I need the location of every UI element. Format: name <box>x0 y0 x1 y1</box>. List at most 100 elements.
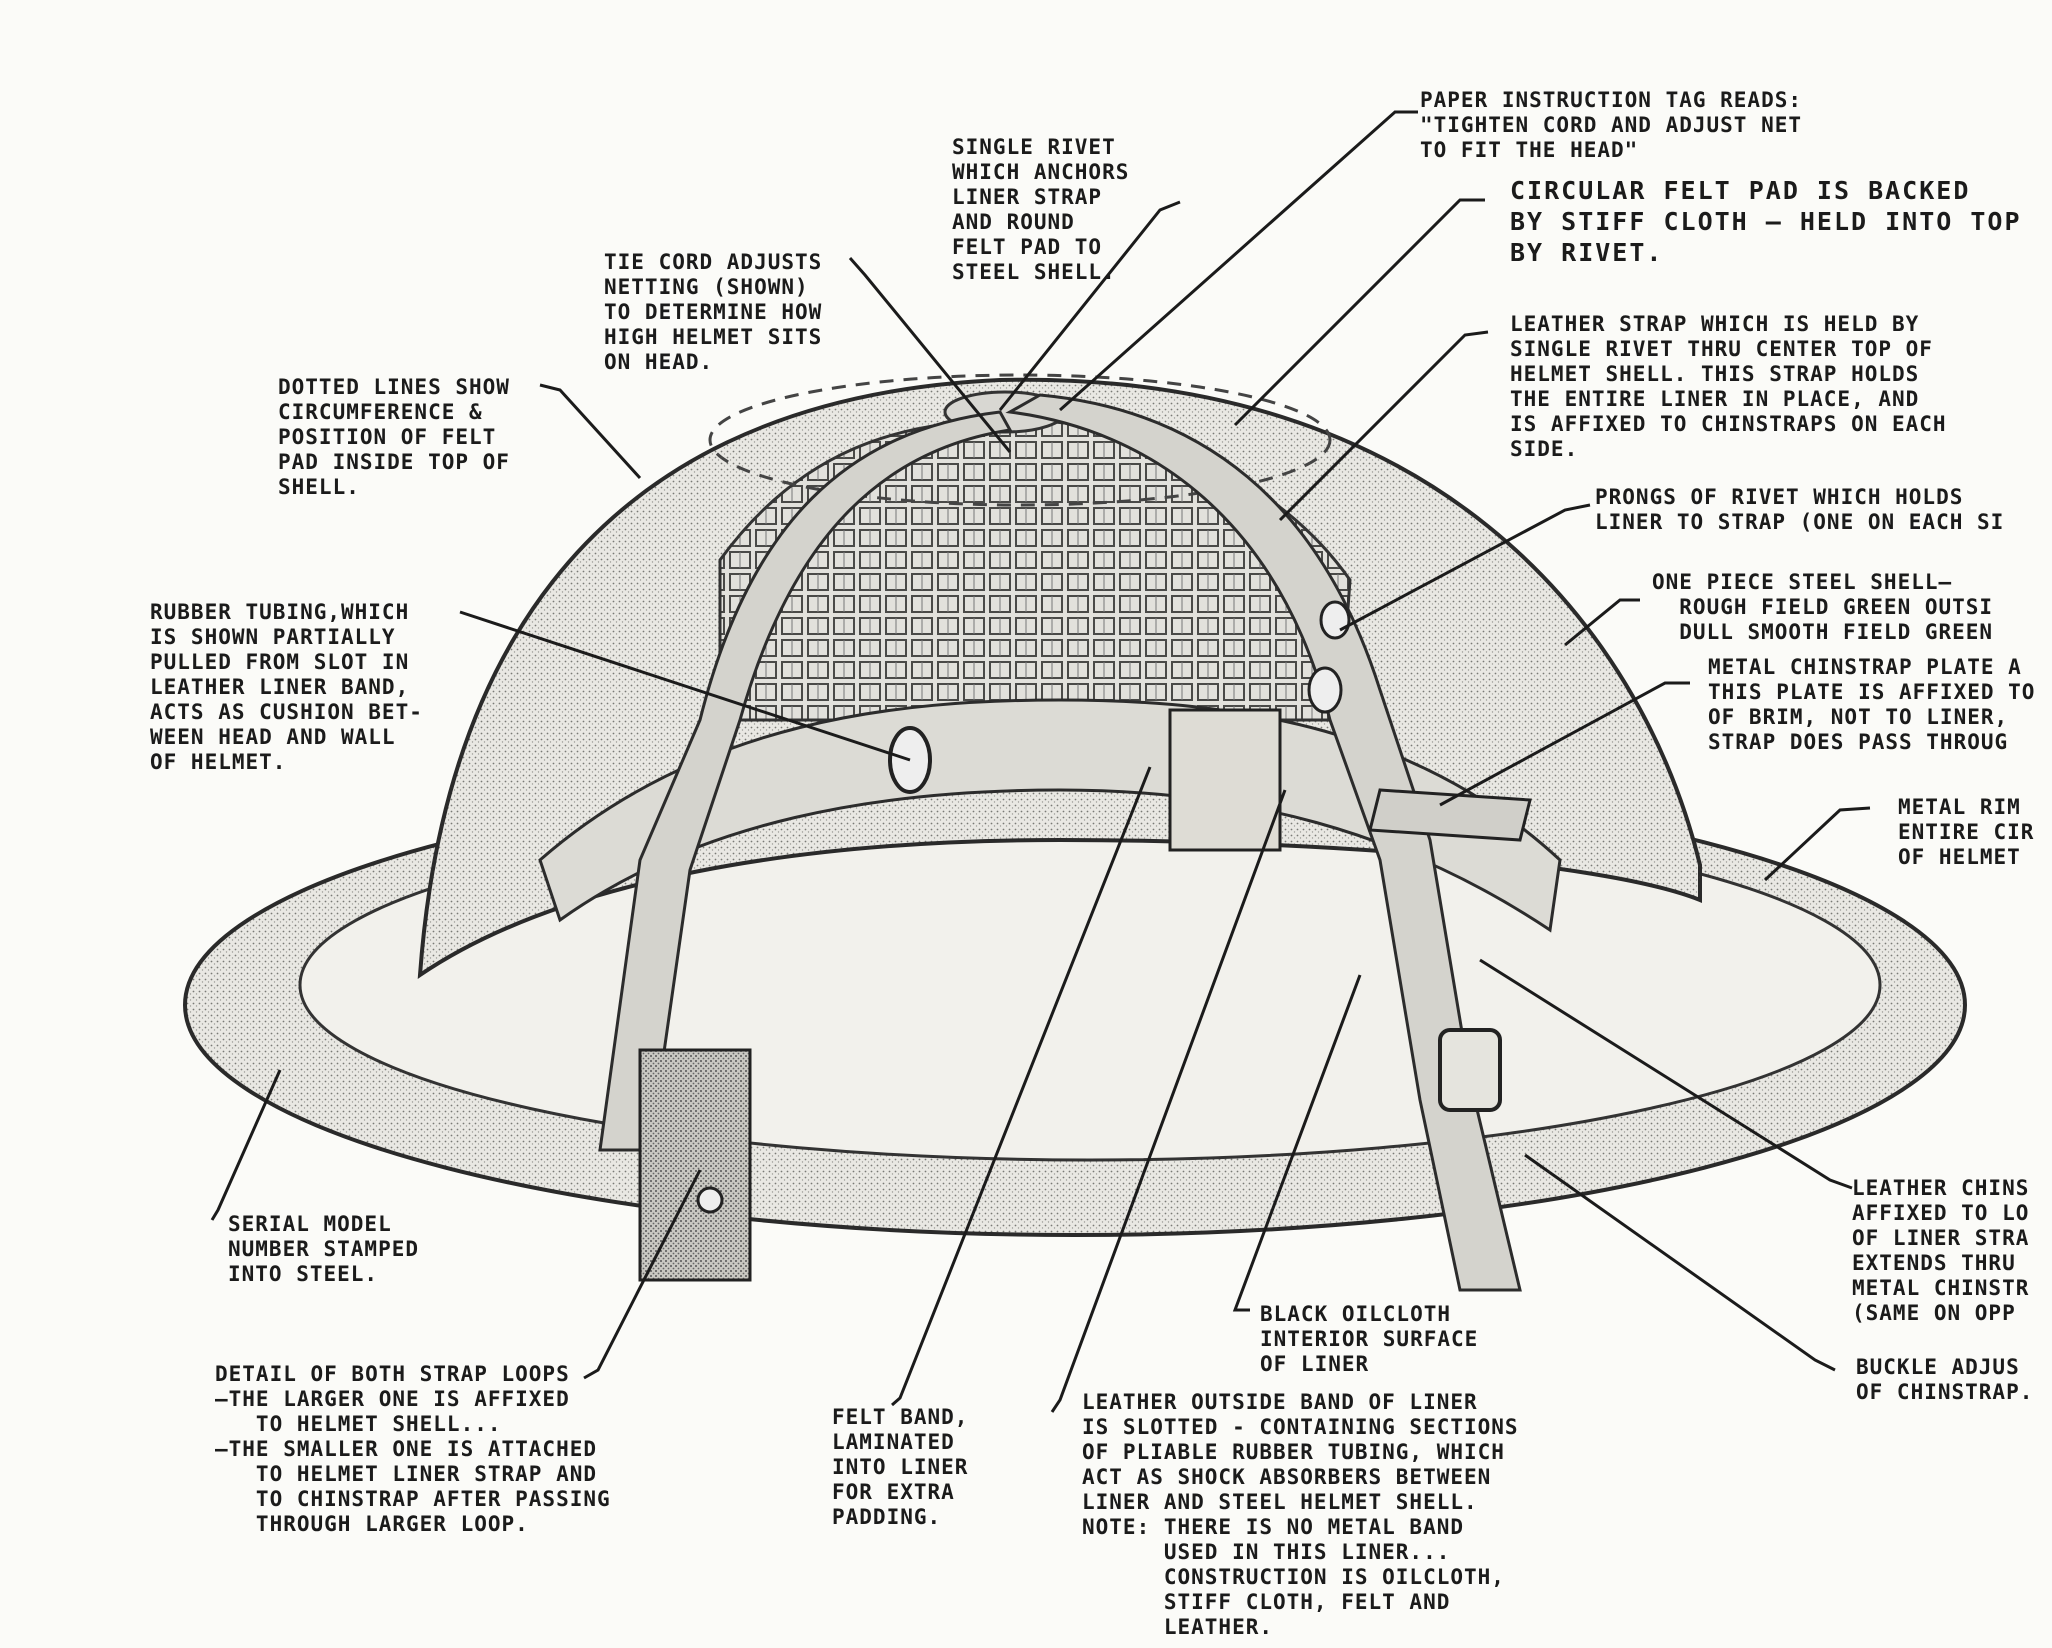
callout-line: OF LINER STRA <box>1852 1226 2030 1250</box>
callout-line: DETAIL OF BOTH STRAP LOOPS <box>215 1362 570 1386</box>
callout-line: PAPER INSTRUCTION TAG READS: <box>1420 88 1803 112</box>
leather-strap <box>1005 393 1522 1292</box>
leader-felt-band <box>891 766 1152 1407</box>
leader-paper-tag <box>1059 110 1418 412</box>
callout-line: BY RIVET. <box>1510 238 1664 267</box>
leader-outside-band <box>1050 789 1287 1413</box>
callout-line: RUBBER TUBING,WHICH <box>150 600 410 624</box>
callout-line: HELMET SHELL. THIS STRAP HOLDS <box>1510 362 1920 386</box>
callout-line: NUMBER STAMPED <box>228 1237 420 1261</box>
callout-line: BLACK OILCLOTH <box>1260 1302 1452 1326</box>
callout-line: STEEL SHELL. <box>952 260 1116 284</box>
leader-leather-strap <box>1278 330 1489 522</box>
callout-line: OF BRIM, NOT TO LINER, <box>1708 705 2009 729</box>
callout-line: LAMINATED <box>832 1430 955 1454</box>
callout-line: INTO STEEL. <box>228 1262 379 1286</box>
leader-felt-pad <box>1233 198 1485 427</box>
callout-line: STIFF CLOTH, FELT AND <box>1082 1590 1451 1614</box>
callout-line: ROUGH FIELD GREEN OUTSI <box>1652 595 1994 619</box>
callout-line: METAL CHINSTR <box>1852 1276 2030 1300</box>
callout-line: CIRCUMFERENCE & <box>278 400 483 424</box>
callout-line: THE ENTIRE LINER IN PLACE, AND <box>1510 387 1920 411</box>
leader-buckle <box>1524 1153 1836 1372</box>
leader-metal-rim <box>1763 806 1871 882</box>
callout-line: POSITION OF FELT <box>278 425 497 449</box>
leader-dotted-lines <box>539 383 642 480</box>
callout-line: HIGH HELMET SITS <box>604 325 823 349</box>
callout-line: IS SHOWN PARTIALLY <box>150 625 396 649</box>
callout-line: PULLED FROM SLOT IN <box>150 650 410 674</box>
callout-line: "TIGHTEN CORD AND ADJUST NET <box>1420 113 1803 137</box>
callout-line: —THE LARGER ONE IS AFFIXED <box>215 1387 570 1411</box>
leader-prongs <box>1339 503 1591 632</box>
leader-serial <box>210 1069 282 1221</box>
callout-line: OF LINER <box>1260 1352 1370 1376</box>
liner-rivet <box>1307 666 1343 714</box>
callout-line: NETTING (SHOWN) <box>604 275 809 299</box>
callout-line: SINGLE RIVET THRU CENTER TOP OF <box>1510 337 1933 361</box>
callout-line: BUCKLE ADJUS <box>1856 1355 2020 1379</box>
callout-line: WHICH ANCHORS <box>952 160 1130 184</box>
leader-single-rivet <box>998 200 1181 411</box>
callout-line: LINER AND STEEL HELMET SHELL. <box>1082 1490 1478 1514</box>
callout-line: PAD INSIDE TOP OF <box>278 450 510 474</box>
callout-line: USED IN THIS LINER... <box>1082 1540 1451 1564</box>
callout-line: (SAME ON OPP <box>1852 1301 2016 1325</box>
callout-line: METAL CHINSTRAP PLATE A <box>1708 655 2022 679</box>
callout-line: ON HEAD. <box>604 350 714 374</box>
callout-line: INTERIOR SURFACE <box>1260 1327 1479 1351</box>
callout-line: ONE PIECE STEEL SHELL— <box>1652 570 1953 594</box>
strap-loop-left <box>638 1048 752 1282</box>
callout-line: SINGLE RIVET <box>952 135 1116 159</box>
callout-line: IS AFFIXED TO CHINSTRAPS ON EACH <box>1510 412 1947 436</box>
callout-line: LEATHER STRAP WHICH IS HELD BY <box>1510 312 1920 336</box>
callout-line: —THE SMALLER ONE IS ATTACHED <box>215 1437 598 1461</box>
leader-oilcloth <box>1232 974 1362 1312</box>
callout-line: ACT AS SHOCK ABSORBERS BETWEEN <box>1082 1465 1492 1489</box>
callout-line: LINER TO STRAP (ONE ON EACH SI <box>1595 510 2005 534</box>
callout-line: TO CHINSTRAP AFTER PASSING <box>215 1487 611 1511</box>
callout-line: AFFIXED TO LO <box>1852 1201 2030 1225</box>
callout-line: SERIAL MODEL <box>228 1212 392 1236</box>
callout-line: EXTENDS THRU <box>1852 1251 2016 1275</box>
callout-line: LINER STRAP <box>952 185 1103 209</box>
callout-line: CONSTRUCTION IS OILCLOTH, <box>1082 1565 1505 1589</box>
leader-tie-cord <box>848 257 1012 453</box>
leader-chinstrap-plate <box>1439 681 1690 807</box>
liner-band <box>538 698 1562 933</box>
callout-line: NOTE: THERE IS NO METAL BAND <box>1082 1515 1465 1539</box>
felt-band-block <box>1168 708 1282 852</box>
callout-line: TO FIT THE HEAD" <box>1420 138 1639 162</box>
callout-line: DOTTED LINES SHOW <box>278 375 510 399</box>
leader-leather-chinstrap <box>1479 958 1853 1190</box>
callout-line: SHELL. <box>278 475 360 499</box>
callout-line: LEATHER CHINS <box>1852 1176 2030 1200</box>
callout-line: TO DETERMINE HOW <box>604 300 823 324</box>
callout-line: INTO LINER <box>832 1455 969 1479</box>
callout-paper-tag: PAPER INSTRUCTION TAG READS:"TIGHTEN COR… <box>1420 88 1802 163</box>
callout-line: AND ROUND <box>952 210 1075 234</box>
callout-steel-shell: ONE PIECE STEEL SHELL— ROUGH FIELD GREEN… <box>1652 570 1993 645</box>
callout-line: OF HELMET <box>1898 845 2021 869</box>
chinstrap-plate <box>1368 788 1532 842</box>
callout-line: FELT BAND, <box>832 1405 969 1429</box>
callout-line: THIS PLATE IS AFFIXED TO <box>1708 680 2036 704</box>
callout-line: DULL SMOOTH FIELD GREEN <box>1652 620 1994 644</box>
callout-line: LEATHER OUTSIDE BAND OF LINER <box>1082 1390 1478 1414</box>
callout-line: OF PLIABLE RUBBER TUBING, WHICH <box>1082 1440 1505 1464</box>
felt-pad-dotted-circle <box>708 373 1332 507</box>
callout-line: LEATHER LINER BAND, <box>150 675 410 699</box>
callout-line: OF CHINSTRAP. <box>1856 1380 2034 1404</box>
